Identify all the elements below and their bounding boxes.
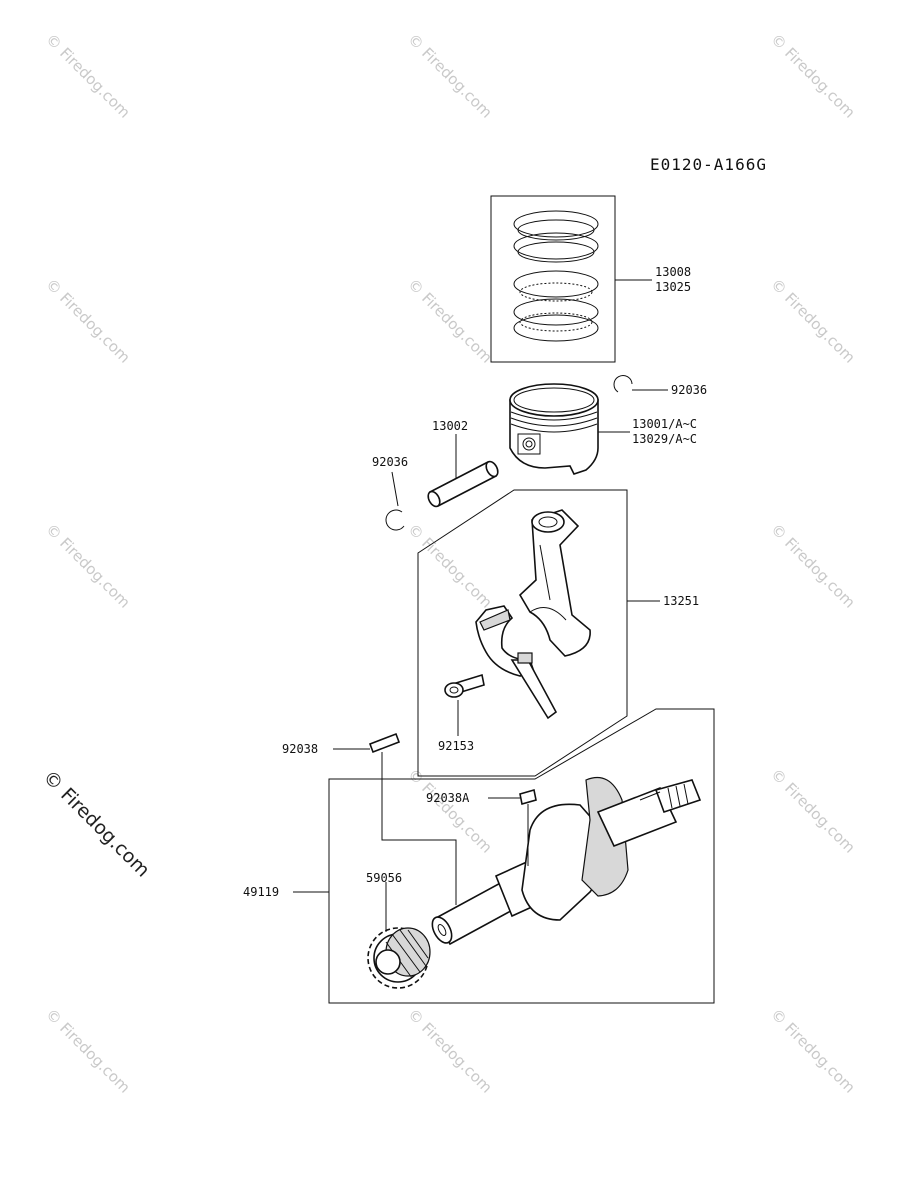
part-number-49119: 49119 <box>243 885 279 899</box>
key-icon <box>368 732 401 754</box>
part-number-92153: 92153 <box>438 739 474 753</box>
watermark: © Firedog.com <box>767 30 859 122</box>
leader-line <box>381 752 457 905</box>
watermark-dark: © Firedog.com <box>38 766 153 881</box>
watermark: © Firedog.com <box>42 30 134 122</box>
leader-line <box>391 471 399 507</box>
connecting-rod-box <box>417 489 628 777</box>
watermark: © Firedog.com <box>767 520 859 612</box>
part-number-13008: 13008 <box>655 265 691 279</box>
watermark: © Firedog.com <box>767 765 859 857</box>
part-number-13251: 13251 <box>663 594 699 608</box>
part-number-13025: 13025 <box>655 280 691 294</box>
part-number-92038a: 92038A <box>426 791 470 805</box>
piston-pin-icon <box>427 460 499 508</box>
watermark: © Firedog.com <box>42 275 134 367</box>
crankshaft-icon <box>431 776 702 946</box>
part-number-92038: 92038 <box>282 742 318 756</box>
part-number-13029: 13029/A~C <box>632 432 697 446</box>
connecting-rod-icon <box>475 509 591 720</box>
piston-icon <box>509 383 599 475</box>
part-number-13002: 13002 <box>432 419 468 433</box>
ring-set-box <box>490 195 616 363</box>
crank-gear-icon <box>367 927 431 989</box>
watermark: © Firedog.com <box>42 520 134 612</box>
diagram-code: E0120-A166G <box>650 155 767 174</box>
watermark: © Firedog.com <box>404 275 496 367</box>
watermark: © Firedog.com <box>42 1005 134 1097</box>
rod-bolt-icon <box>444 673 485 698</box>
part-number-92036-left: 92036 <box>372 455 408 469</box>
watermark: © Firedog.com <box>767 1005 859 1097</box>
key-a-icon <box>519 788 537 806</box>
watermark: © Firedog.com <box>767 275 859 367</box>
part-number-13001: 13001/A~C <box>632 417 697 431</box>
watermark: © Firedog.com <box>404 30 496 122</box>
part-number-59056: 59056 <box>366 871 402 885</box>
crankshaft-box <box>328 708 715 1004</box>
part-number-92036-right: 92036 <box>671 383 707 397</box>
watermark: © Firedog.com <box>404 1005 496 1097</box>
circlip-icon <box>613 375 633 393</box>
piston-rings-icon <box>513 210 599 342</box>
circlip-icon <box>385 509 405 531</box>
